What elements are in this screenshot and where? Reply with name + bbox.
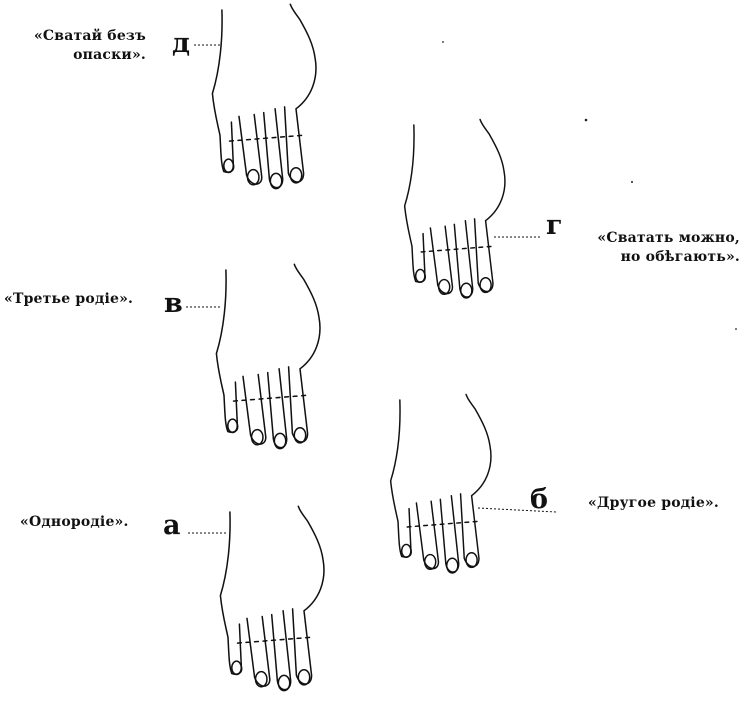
speck — [631, 181, 633, 183]
caption-d: «Сватай безъ опаски». — [18, 27, 146, 65]
label-letter-a: а — [163, 512, 181, 539]
label-letter-g: г — [546, 212, 563, 239]
label-letter-d: д — [172, 30, 190, 57]
foot-v — [216, 264, 320, 448]
foot-a — [220, 506, 324, 690]
caption-v: «Третье родіе». — [4, 290, 133, 309]
foot-g — [405, 119, 505, 297]
foot-d — [212, 4, 316, 188]
speck — [735, 328, 737, 330]
label-letter-b: б — [530, 486, 548, 513]
caption-a: «Однородіе». — [20, 513, 129, 532]
foot-b — [391, 394, 491, 572]
caption-b: «Другое родіе». — [588, 494, 719, 513]
speck — [585, 119, 588, 122]
speck — [442, 41, 444, 43]
label-letter-v: в — [164, 290, 183, 317]
caption-g: «Сватать можно, но обѣгають». — [584, 229, 740, 267]
